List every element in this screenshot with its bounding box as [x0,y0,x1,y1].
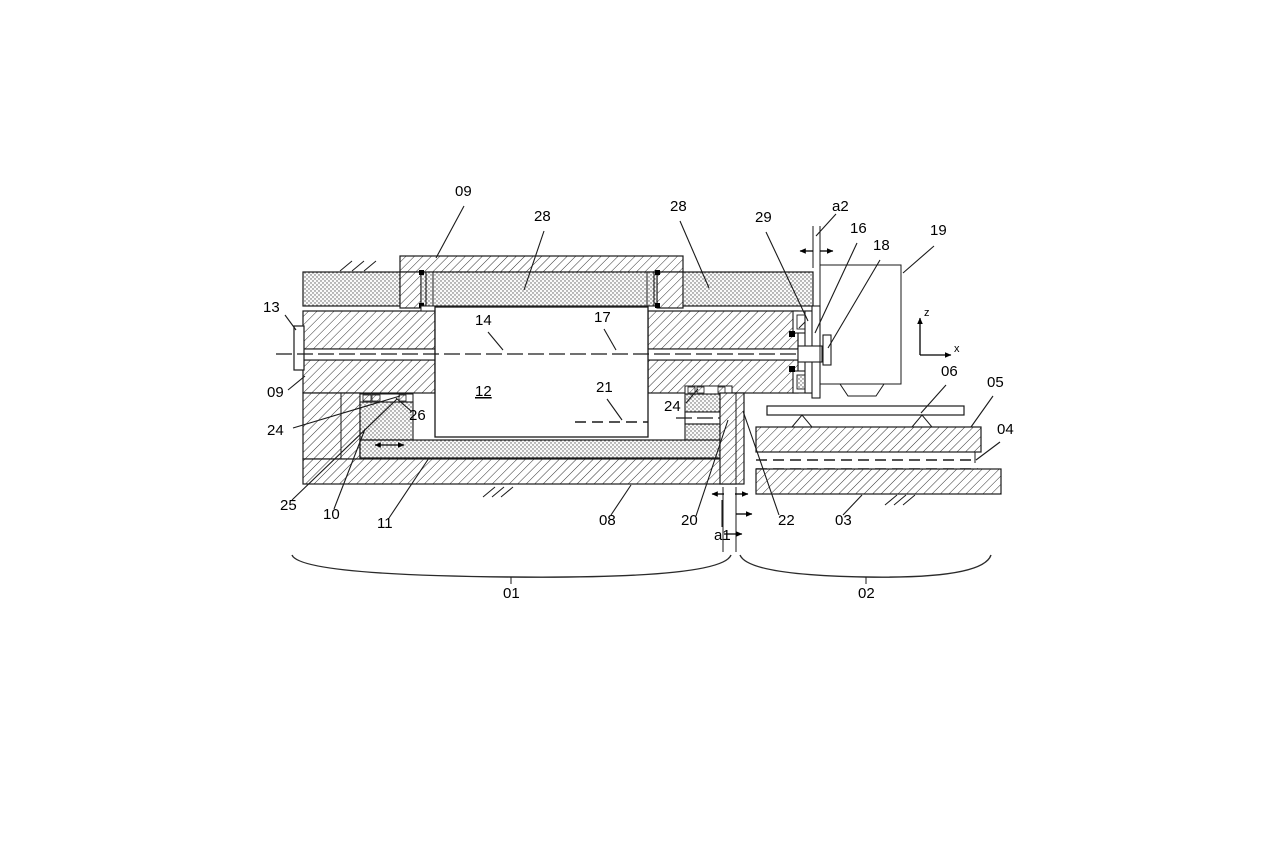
ref-numeral-12: 12 [475,383,492,400]
tool-head-19 [819,264,902,397]
linear-bearing-left-26 [359,393,414,441]
workpiece-06 [766,405,965,416]
upper-rail-right [679,271,814,307]
ref-numeral-16: 16 [850,220,867,237]
support-prisms [790,414,934,428]
module-brace-01: 01 [291,554,732,602]
ref-numeral-22: 22 [778,512,795,529]
ref-numeral-06: 06 [941,363,958,380]
leader-lines [284,205,1001,519]
stage-plate-05 [755,426,982,453]
upper-rail-left [302,271,405,307]
module-brace-02: 02 [739,554,992,602]
ref-numeral-28-center: 28 [534,208,551,225]
axis-label-z: z [924,307,930,319]
axis-label-x: x [954,343,960,355]
gap-contour-04 [756,452,978,470]
machine-frame-09-right [647,310,799,394]
axis-indicator: z x [917,307,960,358]
column-20 [719,392,745,485]
base-plate-08 [302,458,737,485]
chamber-wall-left [420,305,436,312]
frame-left-leg-25 [302,392,361,460]
ref-numeral-13: 13 [263,299,280,316]
ground-symbol-03 [884,494,916,506]
ref-numeral-09-top: 09 [455,183,472,200]
ref-numeral-17: 17 [594,309,611,326]
ref-numeral-11: 11 [377,515,393,532]
ref-numeral-09-left: 09 [267,384,284,401]
dimension-a2: a2 [799,198,849,268]
reference-numeral-layer: 09 28 28 29 16 18 19 13 14 17 09 12 21 2… [263,183,1014,532]
dim-label-a1: a1 [714,527,731,544]
dim-label-a2: a2 [832,198,849,215]
ref-numeral-20: 20 [681,512,698,529]
brace-label-01: 01 [503,585,520,602]
dimension-a1: a1 [711,487,753,552]
ref-numeral-24-left: 24 [267,422,284,439]
ref-numeral-14: 14 [475,312,492,329]
ref-numeral-10: 10 [323,506,340,523]
brace-label-02: 02 [858,585,875,602]
ref-numeral-04: 04 [997,421,1014,438]
ref-numeral-19: 19 [930,222,947,239]
ref-numeral-24-right: 24 [664,398,681,415]
moving-table-11 [359,439,721,459]
ref-numeral-05: 05 [987,374,1004,391]
ref-numeral-25: 25 [280,497,297,514]
ref-numeral-29: 29 [755,209,772,226]
ref-numeral-28-right: 28 [670,198,687,215]
ref-numeral-03: 03 [835,512,852,529]
ref-numeral-21: 21 [596,379,613,396]
process-chamber-12 [434,306,649,438]
machine-frame-09-left [293,310,436,394]
drawing-body: z x a2 a1 [263,183,1014,602]
coupling-detail-29-16-18 [789,305,832,399]
ground-symbol-08 [482,486,514,498]
top-crossbeam-28 [399,255,684,309]
ref-numeral-26: 26 [409,407,426,424]
ref-numeral-18: 18 [873,237,890,254]
ref-numeral-08: 08 [599,512,616,529]
machine-bed-03 [755,468,1002,495]
ground-symbol-upper-rail [339,260,377,272]
